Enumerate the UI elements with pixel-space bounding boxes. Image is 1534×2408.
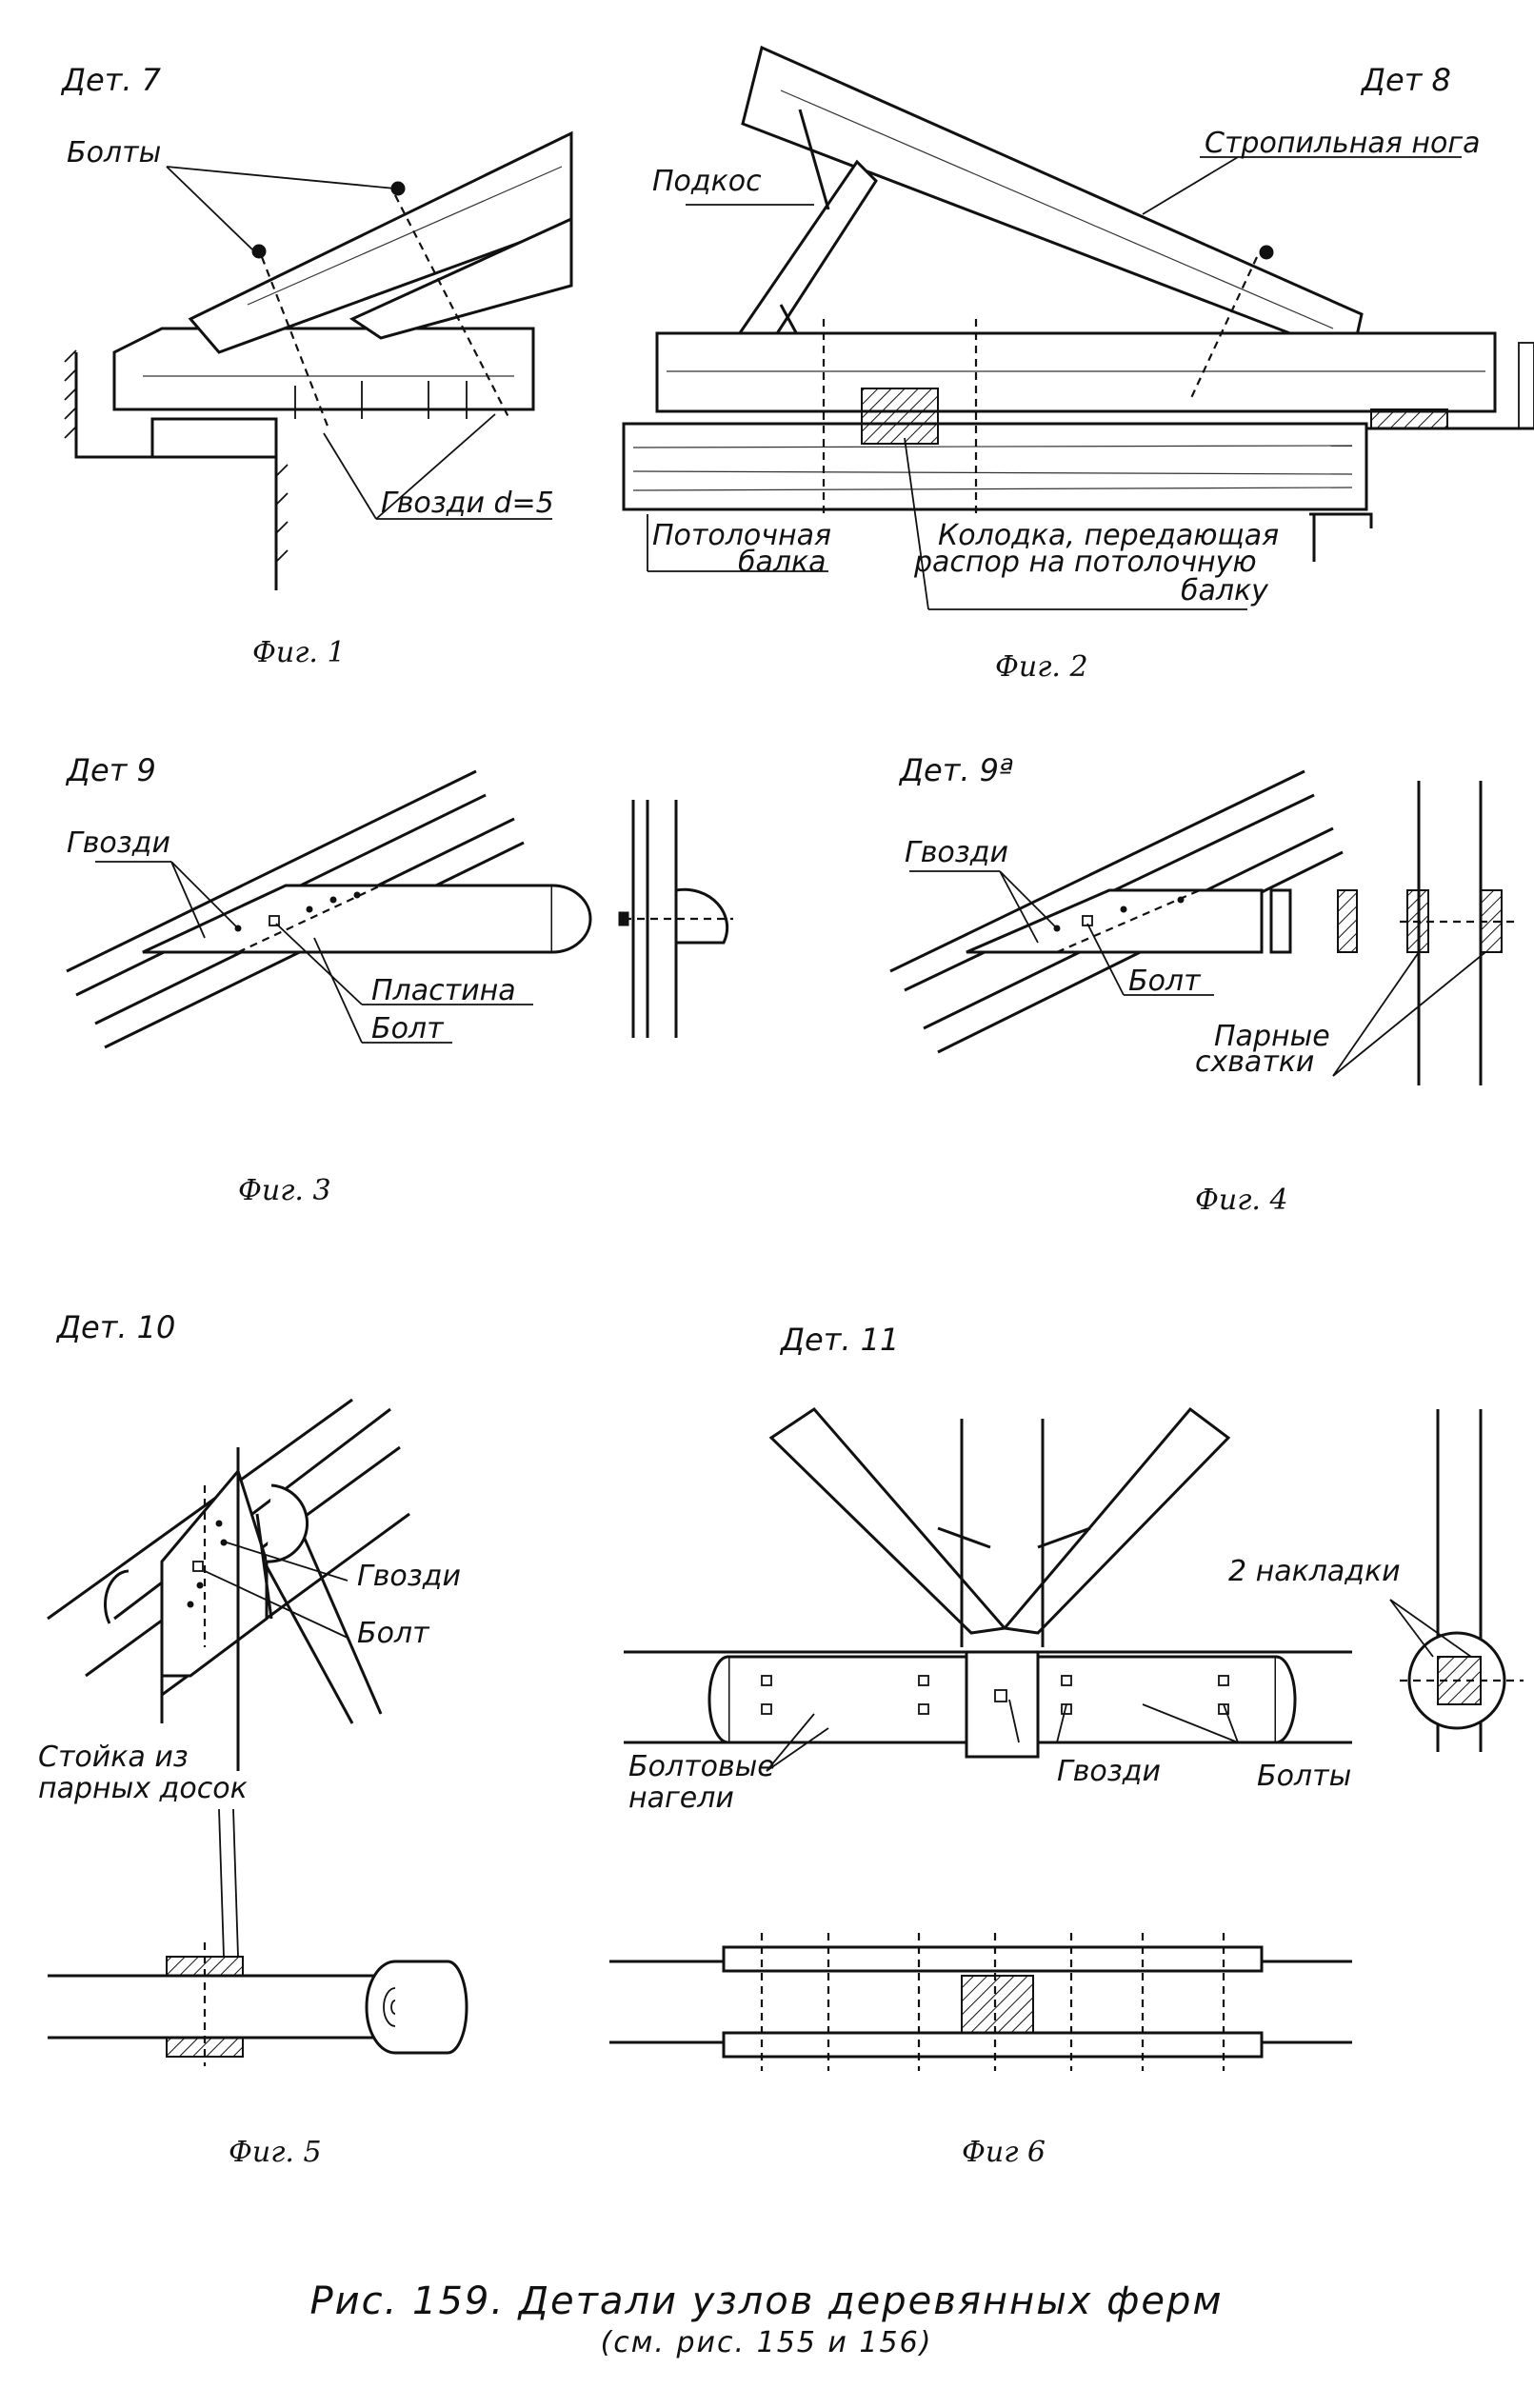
detail-10-label: Дет. 10 — [55, 1309, 175, 1345]
post-label-2: парных досок — [38, 1772, 248, 1805]
ceiling-beam-label-2: балка — [738, 546, 827, 579]
detail-8-label: Дет 8 — [1360, 62, 1451, 98]
bolts-label-fig6: Болты — [1257, 1760, 1351, 1793]
figure-2-label: Фиг. 2 — [995, 650, 1088, 684]
two-plates-label: 2 накладки — [1228, 1555, 1401, 1588]
bolt-dowels-label-2: нагели — [628, 1781, 734, 1815]
ceiling-beam-label-1: Потолочная — [652, 519, 831, 552]
figure-2-drawing — [622, 45, 1534, 610]
detail-7-label: Дет. 7 — [60, 62, 162, 98]
figure-3-label: Фиг. 3 — [238, 1174, 331, 1207]
nails-label-fig6: Гвозди — [1057, 1755, 1161, 1788]
bolts-label-fig1: Болты — [67, 136, 161, 169]
detail-11-label: Дет. 11 — [779, 1322, 899, 1358]
detail-9-label: Дет 9 — [65, 752, 156, 788]
bolt-label-fig5: Болт — [357, 1617, 430, 1650]
bolt-label-fig4: Болт — [1128, 965, 1202, 998]
nails-label-fig5: Гвозди — [357, 1560, 461, 1593]
nails-label-fig4: Гвозди — [905, 836, 1008, 869]
figure-caption-subtitle: (см. рис. 155 и 156) — [601, 2326, 933, 2359]
plate-label: Пластина — [371, 974, 516, 1007]
nails-label-fig3: Гвозди — [67, 826, 170, 860]
figure-caption-title: Рис. 159. Детали узлов деревянных ферм — [309, 2279, 1223, 2323]
figure-6-label: Фиг 6 — [962, 2136, 1046, 2169]
strut-label: Подкос — [652, 165, 762, 198]
rafter-label: Стропильная нога — [1205, 127, 1480, 160]
bolt-dowels-label-1: Болтовые — [628, 1750, 775, 1783]
figure-4-drawing — [889, 769, 1514, 1085]
detail-9a-label: Дет. 9ª — [898, 752, 1013, 788]
figure-1-drawing — [64, 130, 573, 590]
figure-4-label: Фиг. 4 — [1195, 1184, 1288, 1217]
block-label-2: распор на потолочную — [913, 546, 1257, 579]
figure-1-label: Фиг. 1 — [252, 636, 346, 669]
figure-5-label: Фиг. 5 — [229, 2136, 322, 2169]
paired-clamps-label-1: Парные — [1214, 1020, 1330, 1053]
figure-5-drawing — [47, 1398, 468, 2066]
nails-d5-label: Гвозди d=5 — [381, 487, 554, 520]
paired-clamps-label-2: схватки — [1195, 1045, 1314, 1079]
bolt-label-fig3: Болт — [371, 1012, 445, 1045]
block-label-3: балку — [1181, 574, 1269, 607]
post-label-1: Стойка из — [38, 1741, 189, 1774]
figure-6-drawing — [609, 1406, 1524, 2071]
figure-3-drawing — [66, 769, 733, 1049]
block-label-1: Колодка, передающая — [938, 519, 1279, 552]
